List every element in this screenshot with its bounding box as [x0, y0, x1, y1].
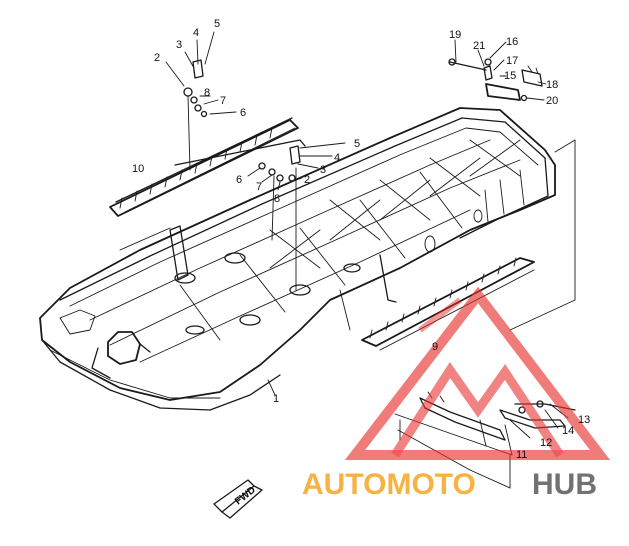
callout-14: 14 — [562, 425, 574, 437]
callout-9: 9 — [432, 341, 438, 353]
callout-13: 13 — [578, 414, 590, 426]
callout-2: 2 — [304, 174, 310, 186]
watermark-logo-icon — [344, 286, 611, 460]
callout-3: 3 — [176, 39, 182, 51]
callout-19: 19 — [449, 29, 461, 41]
callout-10: 10 — [132, 163, 144, 175]
hardware-upper-left — [165, 31, 237, 171]
footrest-left — [109, 117, 306, 217]
callout-7: 7 — [256, 181, 262, 193]
callout-5: 5 — [354, 138, 360, 150]
front-direction-marker: FWD — [213, 479, 263, 519]
callout-8: 8 — [204, 87, 210, 99]
callout-3: 3 — [320, 164, 326, 176]
watermark-text-hub: HUB — [532, 468, 597, 501]
callout-18: 18 — [546, 79, 558, 91]
callout-7: 7 — [220, 95, 226, 107]
callout-17: 17 — [506, 55, 518, 67]
callout-8: 8 — [274, 193, 280, 205]
frame-body — [39, 107, 556, 411]
callout-12: 12 — [540, 437, 552, 449]
callout-6: 6 — [236, 174, 242, 186]
watermark-text-automoto: AUTOMOTO — [302, 468, 476, 501]
callout-21: 21 — [473, 40, 485, 52]
callout-1: 1 — [273, 393, 279, 405]
hardware-upper-right — [448, 39, 547, 102]
watermark: AUTOMOTO HUB — [302, 286, 611, 501]
assembly-guide-lines — [399, 139, 576, 441]
callout-16: 16 — [506, 36, 518, 48]
callout-4: 4 — [334, 152, 340, 164]
hardware-center — [247, 142, 346, 291]
callout-5: 5 — [214, 18, 220, 30]
callout-labels: 5 4 3 2 8 7 6 10 5 4 3 2 6 7 8 19 21 16 … — [132, 18, 590, 461]
callout-4: 4 — [193, 27, 199, 39]
footrest-right — [361, 257, 535, 351]
callout-11: 11 — [516, 449, 527, 461]
callout-6: 6 — [240, 107, 246, 119]
callout-2: 2 — [154, 52, 160, 64]
callout-15: 15 — [504, 70, 516, 82]
callout-20: 20 — [546, 95, 558, 107]
